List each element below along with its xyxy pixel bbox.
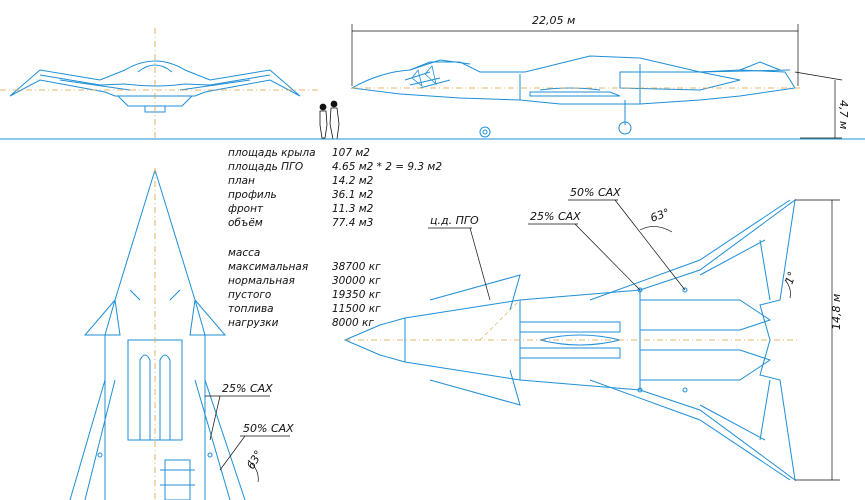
length-dimension xyxy=(351,24,799,86)
spec-label: пустого xyxy=(228,289,272,301)
left-mac-50: 50% САХ xyxy=(243,422,294,435)
span-dimension-label: 14,8 м xyxy=(830,294,843,330)
spec-value: 107 м2 xyxy=(332,147,370,159)
height-dimension xyxy=(794,71,843,139)
spec-label: топлива xyxy=(228,303,274,315)
spec-value: 11.3 м2 xyxy=(332,203,374,215)
angle-63-label: 63° xyxy=(649,206,672,225)
left-angle: 63° xyxy=(244,448,265,471)
cg-pgo-label: ц.д. ПГО xyxy=(430,214,479,227)
side-view xyxy=(350,55,796,138)
left-plan-view xyxy=(69,169,246,500)
length-dimension-label: 22,05 м xyxy=(532,14,575,27)
spec-label: нагрузки xyxy=(228,317,279,329)
spec-label: план xyxy=(228,175,255,187)
left-mac-lines xyxy=(205,395,290,483)
spec-value: 77.4 м3 xyxy=(332,217,374,229)
spec-label: нормальная xyxy=(228,275,295,287)
human-figures xyxy=(319,100,340,140)
mass-title-label: масса xyxy=(228,247,261,259)
spec-value: 8000 кг xyxy=(332,317,374,329)
pgo-axis xyxy=(479,299,521,341)
height-dimension-label: 4,7 м xyxy=(837,100,850,129)
spec-value: 19350 кг xyxy=(332,289,381,301)
spec-value: 11500 кг xyxy=(332,303,381,315)
mac-50-top-label: 50% САХ xyxy=(570,186,621,199)
spec-label: объём xyxy=(228,217,263,229)
plan-annotations xyxy=(428,199,840,481)
spec-value: 38700 кг xyxy=(332,261,381,273)
spec-label: фронт xyxy=(228,203,264,215)
spec-label: максимальная xyxy=(228,261,309,273)
spec-value: 30000 кг xyxy=(332,275,381,287)
left-mac-25: 25% САХ xyxy=(222,382,273,395)
spec-value: 14.2 м2 xyxy=(332,175,374,187)
mac-25-top-label: 25% САХ xyxy=(530,210,581,223)
spec-label: профиль xyxy=(228,189,277,201)
spec-value: 4.65 м2 * 2 = 9.3 м2 xyxy=(332,161,443,173)
cockpit-seats xyxy=(411,65,437,88)
spec-label: площадь крыла xyxy=(228,147,316,159)
spec-label: площадь ПГО xyxy=(228,161,304,173)
spec-value: 36.1 м2 xyxy=(332,189,374,201)
angle-small-label: 1° xyxy=(783,270,799,286)
